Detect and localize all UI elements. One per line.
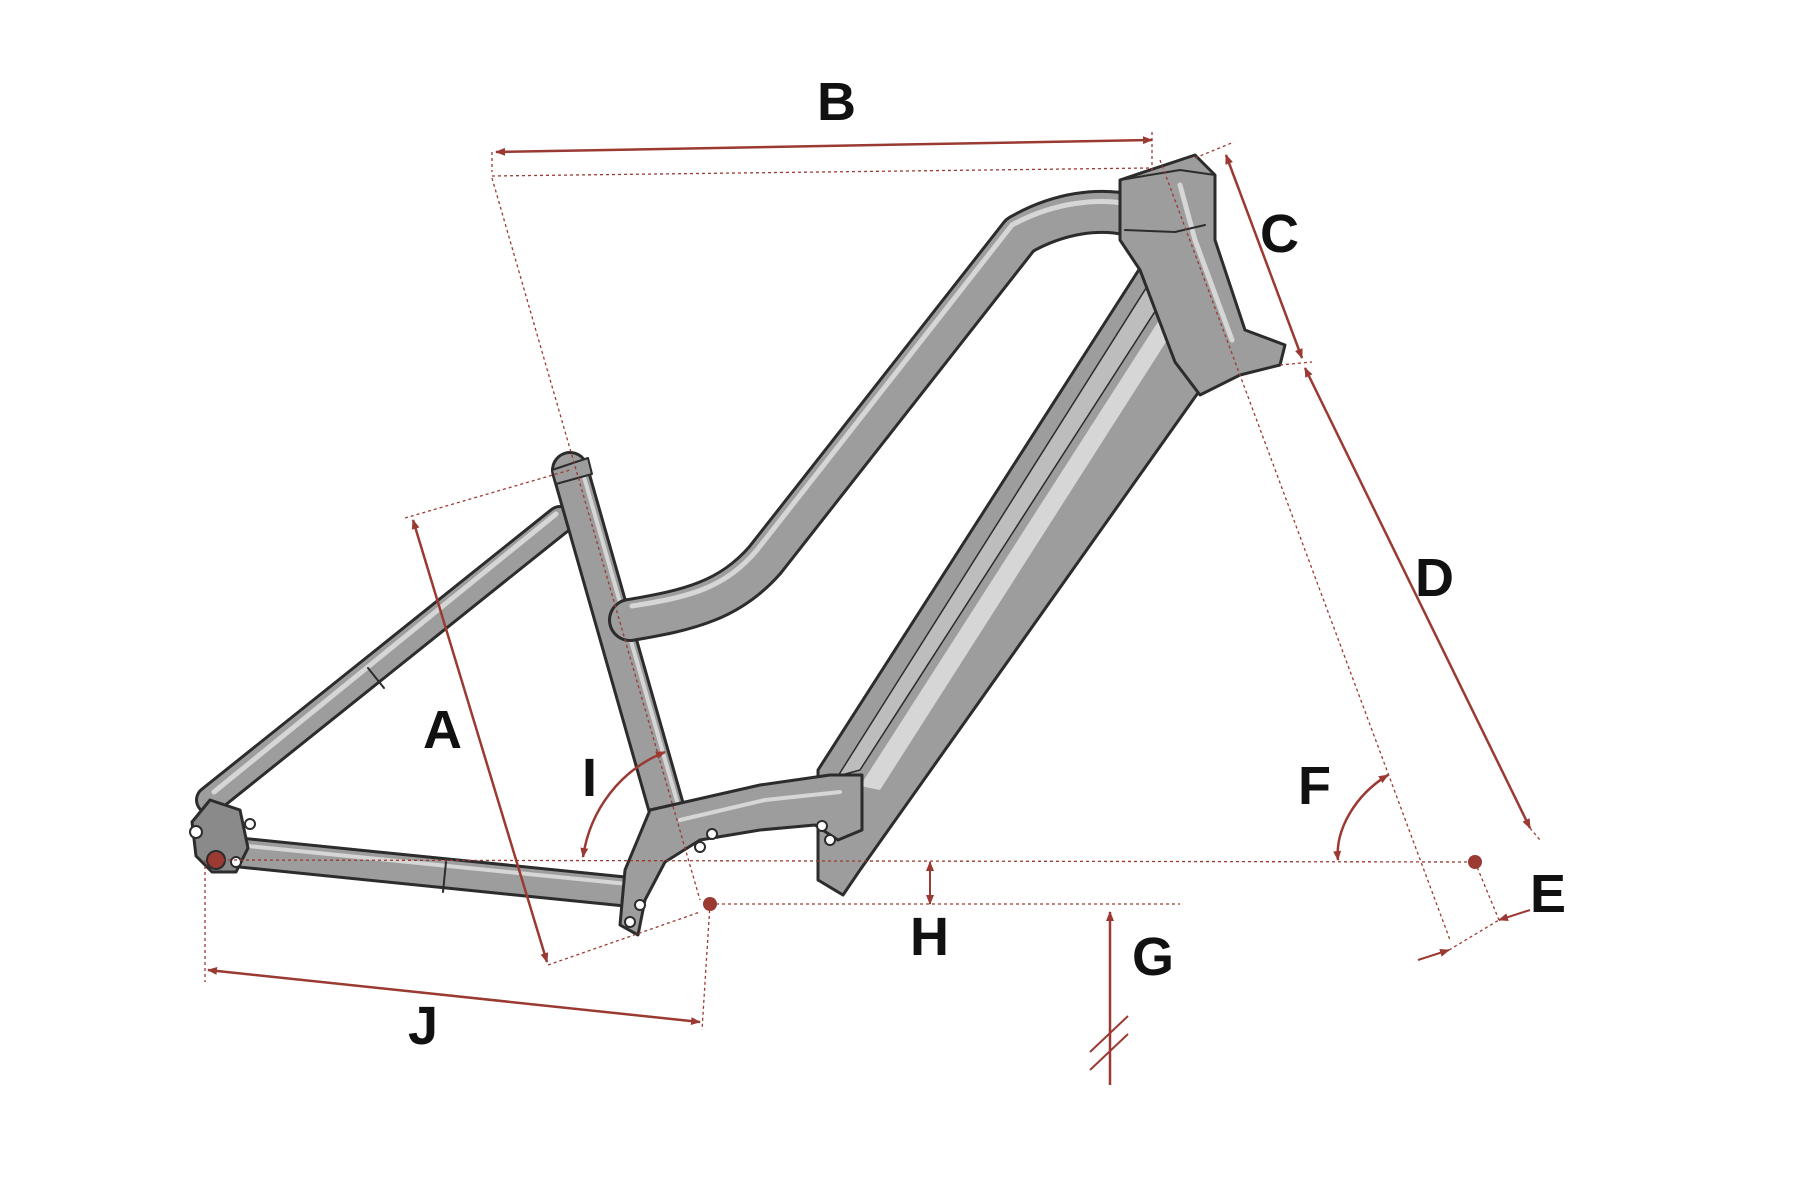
dim-g (1089, 911, 1129, 1085)
seat-tube (551, 451, 691, 847)
motor-mount (618, 773, 864, 937)
dim-a (404, 469, 701, 966)
dim-c (1194, 141, 1313, 366)
top-tube (608, 189, 1152, 642)
seat-stay (195, 505, 575, 815)
label-b: B (817, 72, 856, 132)
dimension-lines (204, 132, 1541, 1085)
dimension-labels: A B C D E F G H I J (408, 72, 1566, 1056)
down-tube (816, 266, 1202, 897)
label-j: J (408, 996, 438, 1056)
label-d: D (1415, 548, 1454, 608)
dim-i (580, 750, 666, 858)
head-angle-guide (1159, 159, 1451, 941)
label-g: G (1132, 927, 1174, 987)
label-f: F (1298, 756, 1331, 816)
label-h: H (910, 907, 949, 967)
front-axle-marker (1468, 855, 1482, 869)
chain-stay (199, 834, 646, 908)
dim-j (204, 860, 711, 1031)
dim-d (1303, 367, 1541, 841)
dim-b (491, 132, 1153, 177)
bike-frame (189, 153, 1287, 937)
dim-f (1333, 773, 1389, 861)
label-a: A (423, 700, 462, 760)
dim-e (1417, 861, 1531, 961)
label-c: C (1260, 204, 1299, 264)
label-e: E (1530, 864, 1566, 924)
label-i: I (582, 748, 597, 808)
